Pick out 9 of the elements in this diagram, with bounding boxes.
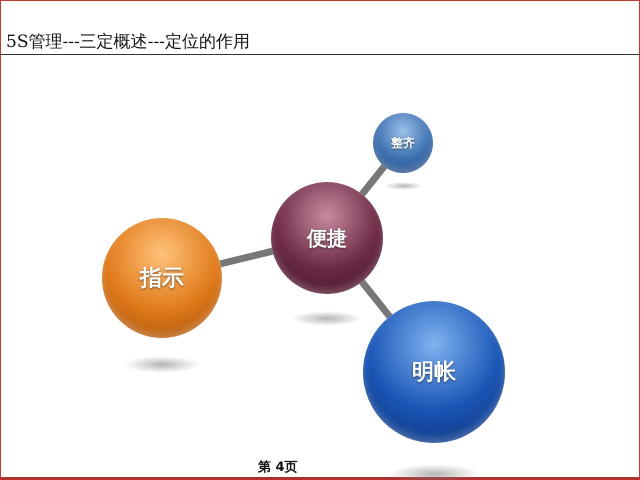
sphere-label: 明帐 [412, 359, 456, 387]
sphere-label: 便捷 [307, 224, 347, 252]
page-number: 第 4页 [258, 459, 298, 476]
connector-rod [359, 164, 387, 196]
sphere-label: 指示 [140, 265, 184, 293]
connector-rod [359, 280, 392, 319]
sphere-label: 整齐 [391, 134, 415, 152]
connector-rod [219, 248, 274, 268]
page-title: 5S管理---三定概述---定位的作用 [6, 31, 250, 53]
